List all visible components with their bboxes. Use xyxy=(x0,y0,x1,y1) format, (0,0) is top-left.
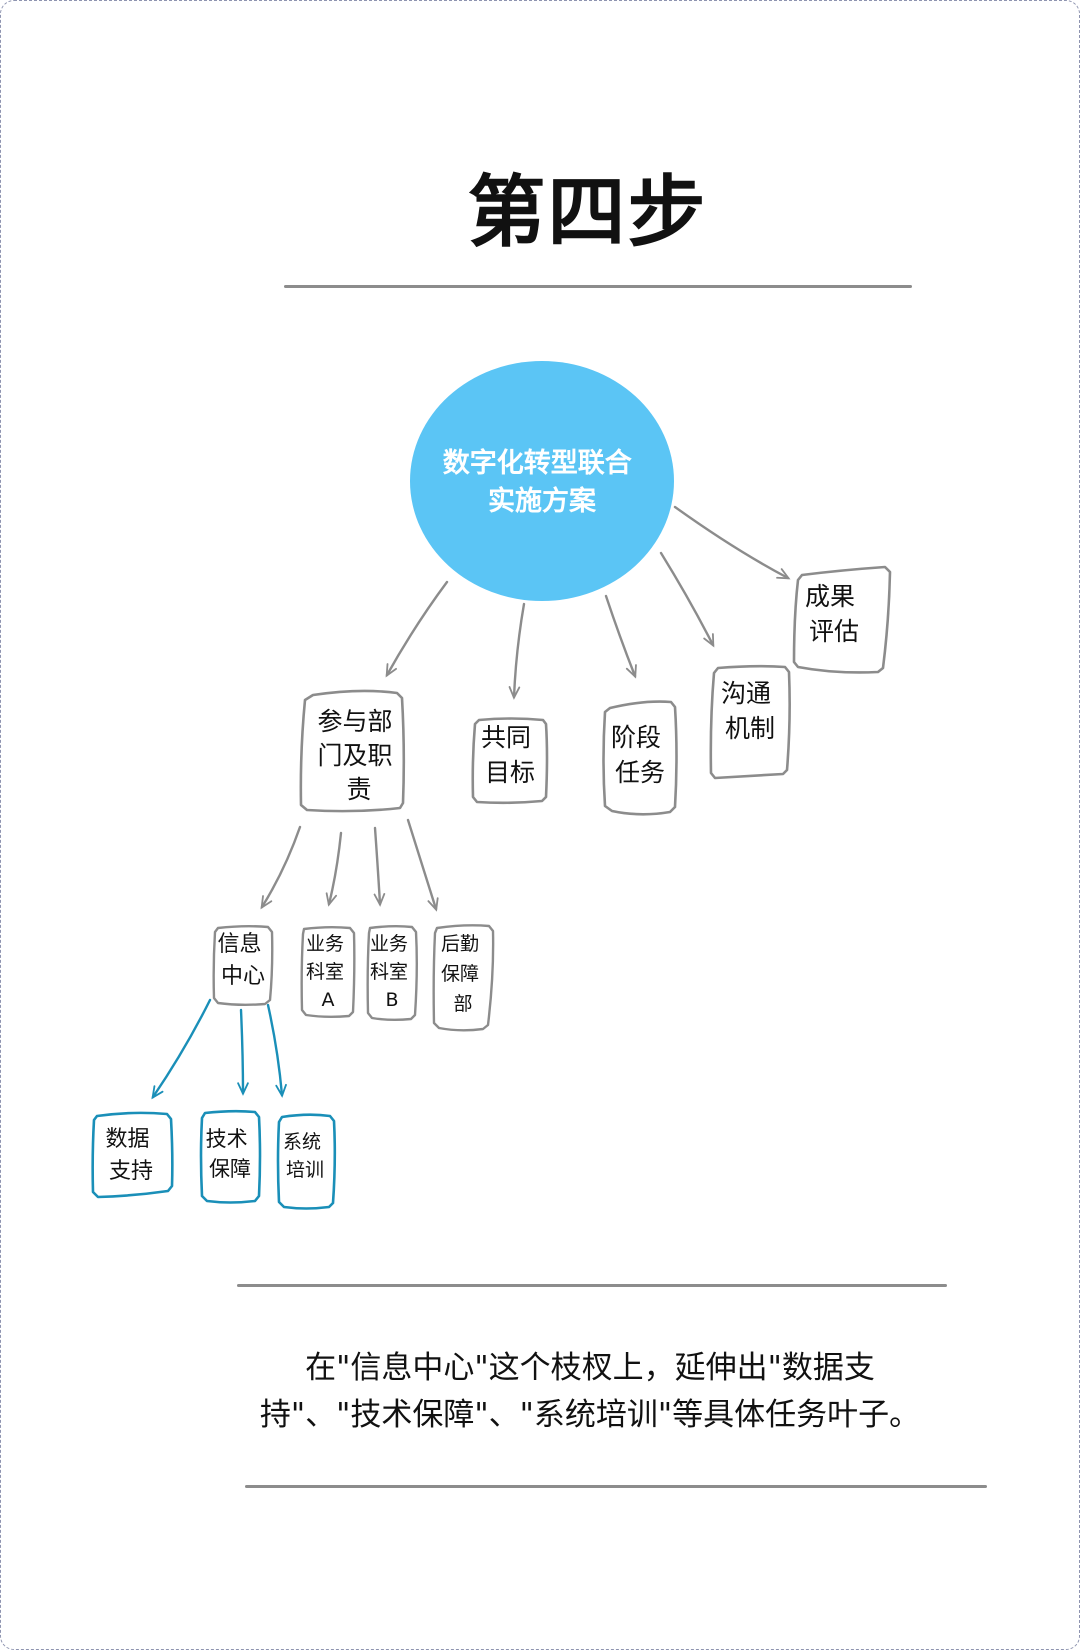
root-label-line-2: 实施方案 xyxy=(488,485,597,517)
node-box-eval xyxy=(792,565,892,674)
node-box-biz-a xyxy=(300,926,356,1018)
dept-label-biz-b-2: 科室 xyxy=(370,961,408,983)
node-label-comm-1: 沟通 xyxy=(721,679,771,708)
svg-text:数据 支持: 数据 支持 xyxy=(105,1127,156,1184)
svg-text:阶段 任务: 阶段 任务 xyxy=(611,723,669,787)
arrow-root-to-comm xyxy=(659,551,713,645)
dept-label-biz-b-3: B xyxy=(385,989,398,1011)
node-label-goal-1: 共同 xyxy=(481,723,531,752)
dept-label-logistics-1: 后勤 xyxy=(441,933,479,955)
svg-text:业务 科室 A: 业务 科室 A xyxy=(306,933,350,1011)
leaf-label-data-2: 支持 xyxy=(109,1159,153,1184)
arrow-root-to-eval xyxy=(673,505,788,578)
leaf-label-tech-2: 保障 xyxy=(209,1157,251,1181)
node-label-depts-2: 门及职 xyxy=(318,741,393,770)
svg-text:参与部 门及职 责: 参与部 门及职 责 xyxy=(318,707,401,804)
page-title: 第四步 xyxy=(467,168,708,258)
node-box-comm xyxy=(709,664,791,780)
arrow-info-to-data xyxy=(153,998,212,1097)
svg-text:业务 科室 B: 业务 科室 B xyxy=(370,933,414,1011)
caption-bottom-divider xyxy=(245,1485,987,1488)
arrow-depts-to-logistics xyxy=(406,818,436,909)
svg-text:系统 培训: 系统 培训 xyxy=(283,1131,327,1181)
dept-label-biz-b-1: 业务 xyxy=(370,933,408,955)
dept-label-biz-a-2: 科室 xyxy=(306,961,344,983)
title-divider xyxy=(284,285,912,288)
node-label-comm-2: 机制 xyxy=(725,714,775,743)
svg-text:沟通 机制: 沟通 机制 xyxy=(721,679,779,743)
leaf-label-train-2: 培训 xyxy=(286,1159,324,1181)
node-label-goal-2: 目标 xyxy=(485,758,535,787)
svg-text:成果 评估: 成果 评估 xyxy=(805,582,863,646)
svg-text:技术 保障: 技术 保障 xyxy=(206,1127,255,1181)
node-label-eval-1: 成果 xyxy=(805,582,855,611)
node-label-depts-3: 责 xyxy=(346,775,371,804)
svg-text:后勤 保障 部: 后勤 保障 部 xyxy=(441,933,485,1015)
arrow-info-to-tech xyxy=(241,1008,243,1093)
arrow-root-to-depts xyxy=(387,580,449,675)
arrow-root-to-goal xyxy=(514,602,526,697)
leaf-label-data-1: 数据 xyxy=(105,1127,149,1152)
node-box-depts xyxy=(299,689,406,813)
arrow-depts-to-biz-a xyxy=(329,831,343,904)
leaf-label-train-1: 系统 xyxy=(283,1131,321,1153)
node-label-depts-1: 参与部 xyxy=(318,707,393,736)
dept-label-biz-a-1: 业务 xyxy=(306,933,344,955)
dept-label-biz-a-3: A xyxy=(322,989,335,1011)
node-label-tasks-2: 任务 xyxy=(615,758,665,787)
node-label-tasks-1: 阶段 xyxy=(611,723,661,752)
dept-label-info-1: 信息 xyxy=(217,932,261,957)
arrow-depts-to-biz-b xyxy=(375,826,380,904)
caption-top-divider xyxy=(237,1284,947,1287)
node-box-tasks xyxy=(602,700,678,816)
root-node xyxy=(410,361,674,601)
node-box-tech xyxy=(199,1109,262,1204)
node-box-logistics xyxy=(432,924,495,1032)
node-label-eval-2: 评估 xyxy=(809,617,859,646)
svg-text:信息 中心: 信息 中心 xyxy=(217,932,268,989)
dept-label-info-2: 中心 xyxy=(221,964,265,989)
caption-line-2: 持"、"技术保障"、"系统培训"等具体任务叶子。 xyxy=(259,1397,921,1433)
dept-label-logistics-2: 保障 xyxy=(441,963,479,985)
caption-text: 在"信息中心"这个枝杈上，延伸出"数据支 持"、"技术保障"、"系统培训"等具体… xyxy=(230,1345,950,1439)
arrow-info-to-train xyxy=(266,1003,282,1095)
node-box-goal xyxy=(471,717,549,805)
svg-text:数字化转型联合 实施方案: 数字化转型联合 实施方案 xyxy=(443,447,641,517)
node-box-train xyxy=(276,1113,337,1210)
leaf-label-tech-1: 技术 xyxy=(206,1127,248,1151)
svg-text:共同 目标: 共同 目标 xyxy=(481,723,539,787)
node-box-data xyxy=(91,1111,174,1199)
arrow-root-to-tasks xyxy=(604,594,635,676)
node-box-info xyxy=(212,925,274,1006)
dept-label-logistics-3: 部 xyxy=(453,993,472,1015)
arrow-depts-to-info xyxy=(262,825,302,907)
root-label-line-1: 数字化转型联合 xyxy=(443,447,632,479)
node-box-biz-b xyxy=(366,925,418,1021)
caption-line-1: 在"信息中心"这个枝杈上，延伸出"数据支 xyxy=(305,1350,875,1386)
